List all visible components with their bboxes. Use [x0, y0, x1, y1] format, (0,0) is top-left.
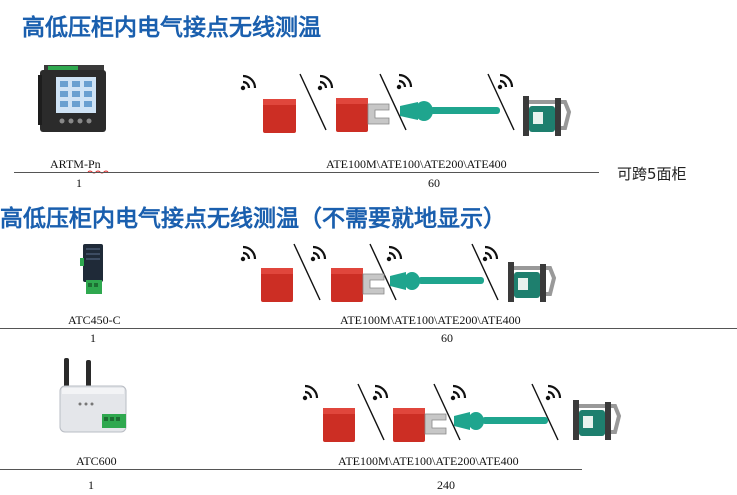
sensor-ate100m [263, 99, 296, 133]
device-atc600 [59, 358, 127, 433]
wifi-signal-icon [310, 245, 327, 262]
wifi-signal-icon [386, 245, 403, 262]
wifi-signal-icon [240, 74, 257, 91]
table-rule [0, 328, 737, 329]
sensor-ate100m [261, 268, 293, 302]
sensor-ate400 [523, 96, 572, 136]
sensor-ate400 [508, 262, 557, 302]
divider-slash [379, 73, 407, 131]
sensor-ate100 [331, 268, 385, 302]
sensor-ate200 [400, 101, 500, 121]
sensor-ate100 [393, 408, 447, 442]
divider-slash [357, 383, 385, 441]
wifi-signal-icon [450, 384, 467, 401]
sensor-ate100m [323, 408, 355, 442]
divider-slash [487, 73, 515, 131]
device-qty: 1 [90, 331, 96, 345]
divider-slash [433, 383, 461, 441]
table-rule [14, 172, 599, 173]
divider-slash [531, 383, 559, 441]
span-cabinets-note: 可跨5面柜 [617, 165, 687, 183]
spelling-squiggle [87, 170, 109, 174]
sensor-models-label: ATE100M\ATE100\ATE200\ATE400 [338, 454, 519, 468]
device-name-label: ARTM-Pn [50, 157, 101, 171]
sensor-qty: 60 [441, 331, 453, 345]
sensor-qty: 60 [428, 176, 440, 190]
wifi-signal-icon [497, 73, 514, 90]
sensor-ate100 [336, 98, 390, 132]
sensor-ate200 [454, 412, 548, 430]
wifi-signal-icon [482, 245, 499, 262]
device-name-label: ATC600 [76, 454, 117, 468]
sensor-models-label: ATE100M\ATE100\ATE200\ATE400 [326, 157, 507, 171]
wifi-signal-icon [240, 245, 257, 262]
wifi-signal-icon [317, 74, 334, 91]
wifi-signal-icon [302, 384, 319, 401]
divider-slash [293, 243, 321, 301]
sensor-ate400 [573, 400, 622, 440]
table-rule [0, 469, 582, 470]
device-qty: 1 [76, 176, 82, 190]
divider-slash [471, 243, 499, 301]
divider-slash [299, 73, 327, 131]
section1-title: 高低压柜内电气接点无线测温 [22, 15, 321, 41]
wifi-signal-icon [372, 384, 389, 401]
device-atc450-c [80, 244, 103, 294]
device-name-label: ATC450-C [68, 313, 121, 327]
device-artm-pn [38, 65, 106, 132]
wifi-signal-icon [396, 73, 413, 90]
sensor-qty: 240 [437, 478, 455, 492]
section2-title: 高低压柜内电气接点无线测温（不需要就地显示） [0, 206, 506, 232]
device-qty: 1 [88, 478, 94, 492]
sensor-ate200 [390, 272, 484, 290]
wifi-signal-icon [545, 384, 562, 401]
divider-slash [369, 243, 397, 301]
sensor-models-label: ATE100M\ATE100\ATE200\ATE400 [340, 313, 521, 327]
